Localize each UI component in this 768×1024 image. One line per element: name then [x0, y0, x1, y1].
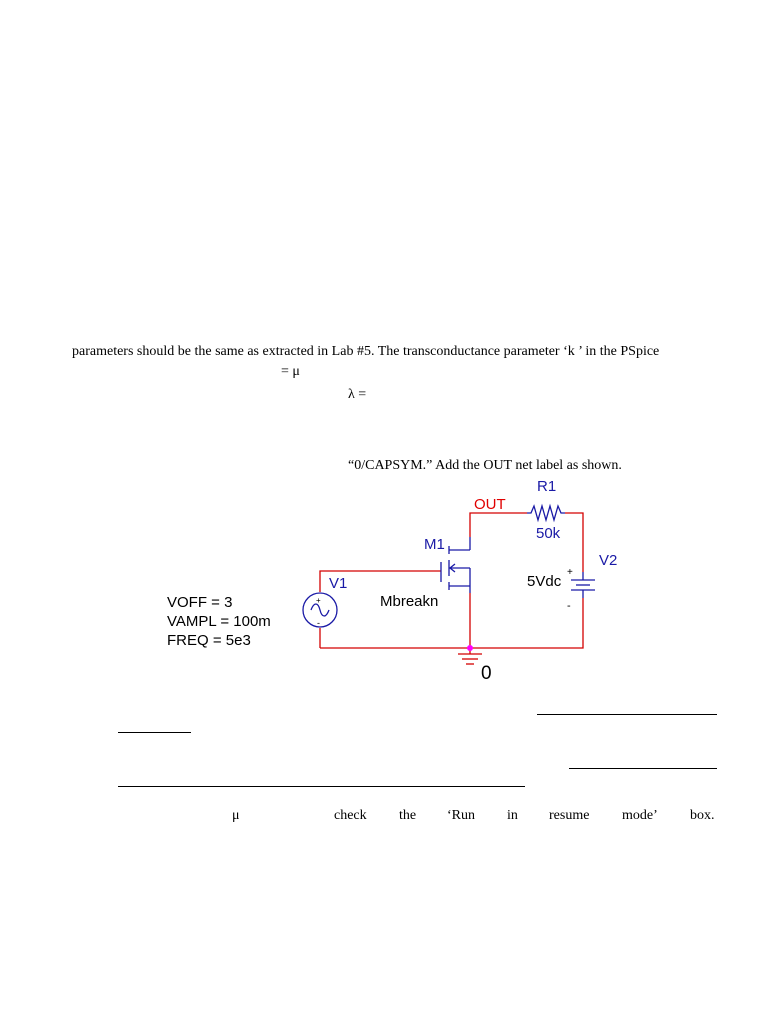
source-param-voff: VOFF = 3	[167, 594, 232, 611]
resistor-ref-label: R1	[537, 478, 556, 495]
doc-text-line-3: λ =	[348, 387, 367, 402]
blank-line-2	[118, 732, 191, 733]
ground-label: 0	[481, 663, 492, 684]
doc-text-line-2: = μ	[281, 364, 300, 379]
blank-line-3	[569, 768, 717, 769]
doc-text-word-in: in	[507, 808, 518, 823]
doc-text-word-check: check	[334, 808, 367, 823]
doc-text-word-run: ‘Run	[447, 808, 475, 823]
doc-text-word-mu: μ	[232, 808, 240, 823]
doc-text-word-the: the	[399, 808, 417, 823]
ac-plus-label: +	[316, 596, 321, 605]
wire-v2-to-ground	[320, 598, 584, 649]
wire-v1-top	[319, 570, 441, 592]
doc-text-line-1: parameters should be the same as extract…	[72, 344, 660, 359]
source-param-freq: FREQ = 5e3	[167, 632, 251, 649]
junction-dot	[467, 645, 473, 651]
ground-symbol	[458, 653, 482, 665]
dc-source-v2	[571, 572, 595, 598]
wire-out-top	[469, 512, 527, 537]
wire-r1-to-v2	[565, 512, 584, 572]
blank-line-4	[118, 786, 525, 787]
source-param-vampl: VAMPL = 100m	[167, 613, 271, 630]
doc-text-word-box: box.	[690, 808, 715, 823]
mosfet-model-label: Mbreakn	[380, 593, 438, 610]
dc-minus-label: -	[567, 600, 571, 612]
doc-text-word-resume: resume	[549, 808, 590, 823]
ac-minus-label: -	[317, 618, 320, 628]
doc-text-line-4: “0/CAPSYM.” Add the OUT net label as sho…	[348, 458, 622, 473]
resistor-r1	[527, 503, 565, 523]
wires	[319, 512, 584, 654]
source-ref-label: V1	[329, 575, 347, 592]
net-label-out: OUT	[474, 496, 506, 513]
blank-line-1	[537, 714, 717, 715]
doc-text-word-mode: mode’	[622, 808, 658, 823]
dc-value-label: 5Vdc	[527, 573, 562, 590]
dc-ref-label: V2	[599, 552, 617, 569]
dc-plus-label: +	[567, 567, 573, 578]
mosfet-m1	[440, 537, 471, 593]
ac-source-v1	[302, 592, 338, 628]
resistor-value-label: 50k	[536, 525, 561, 542]
mosfet-ref-label: M1	[424, 536, 445, 553]
